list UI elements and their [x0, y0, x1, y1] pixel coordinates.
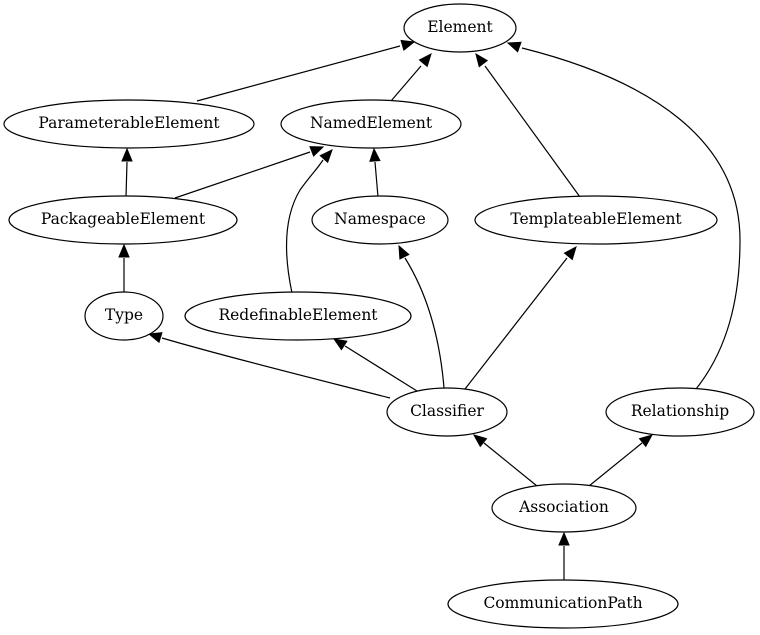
node-type[interactable]: Type — [84, 291, 164, 341]
node-namespace-shape — [311, 195, 449, 245]
edge-line — [161, 337, 391, 399]
edge-classifier-to-redefinable — [332, 338, 418, 392]
node-element[interactable]: Element — [403, 3, 517, 53]
edge-line — [521, 47, 741, 390]
arrowhead-icon — [319, 149, 333, 164]
node-type-label: Type — [105, 306, 143, 324]
node-packageable-element-label: PackageableElement — [41, 210, 206, 228]
edges-layer — [118, 39, 741, 580]
arrowhead-icon — [400, 39, 416, 51]
nodes-layer: Element ParameterableElement NamedElemen… — [3, 3, 755, 629]
edge-templateable-to-element — [475, 52, 581, 198]
edge-association-to-relationship — [588, 434, 654, 487]
node-templateable-element[interactable]: TemplateableElement — [474, 195, 718, 245]
edge-line — [464, 257, 568, 390]
arrowhead-icon — [418, 53, 432, 68]
edge-redefinable-to-named — [285, 149, 333, 294]
edge-namespace-to-named — [369, 147, 381, 198]
node-element-shape — [403, 3, 517, 53]
edge-parameterable-to-element — [196, 39, 416, 102]
node-relationship[interactable]: Relationship — [605, 387, 755, 437]
node-classifier-label: Classifier — [410, 402, 484, 420]
edge-classifier-to-templateable — [464, 245, 577, 390]
node-parameterable-element-shape — [3, 99, 255, 149]
node-association-label: Association — [518, 498, 609, 516]
arrowhead-icon — [506, 41, 522, 53]
node-classifier[interactable]: Classifier — [386, 387, 508, 437]
node-packageable-element-shape — [8, 195, 238, 245]
node-redefinable-element-label: RedefinableElement — [218, 306, 378, 324]
edge-line — [483, 442, 538, 487]
edge-relationship-to-element — [506, 41, 741, 390]
edge-named-to-element — [390, 53, 432, 102]
node-parameterable-element-label: ParameterableElement — [38, 114, 220, 132]
node-element-label: Element — [427, 18, 493, 36]
edge-line — [196, 45, 401, 102]
arrowhead-icon — [332, 338, 348, 351]
arrowhead-icon — [558, 531, 570, 546]
edge-line — [484, 65, 581, 198]
node-communication-path-shape — [447, 579, 679, 629]
node-templateable-element-label: TemplateableElement — [510, 210, 682, 228]
edge-classifier-to-type — [147, 332, 391, 399]
node-named-element-label: NamedElement — [310, 114, 433, 132]
node-communication-path[interactable]: CommunicationPath — [447, 579, 679, 629]
edge-classifier-to-namespace — [398, 244, 445, 389]
node-association[interactable]: Association — [491, 483, 637, 533]
arrowhead-icon — [121, 147, 133, 162]
node-named-element-shape — [280, 99, 462, 149]
arrowhead-icon — [563, 245, 577, 261]
arrowhead-icon — [638, 434, 654, 448]
arrowhead-icon — [472, 434, 488, 448]
node-relationship-label: Relationship — [631, 402, 729, 420]
arrowhead-icon — [369, 147, 381, 162]
edge-line — [374, 161, 379, 198]
edge-line — [588, 442, 643, 487]
edge-line — [404, 257, 445, 389]
arrowhead-icon — [475, 52, 489, 68]
edge-line — [285, 159, 324, 294]
arrowhead-icon — [398, 244, 410, 260]
node-relationship-shape — [605, 387, 755, 437]
node-type-shape — [84, 291, 164, 341]
edge-association-to-classifier — [472, 434, 538, 487]
node-parameterable-element[interactable]: ParameterableElement — [3, 99, 255, 149]
node-packageable-element[interactable]: PackageableElement — [8, 195, 238, 245]
arrowhead-icon — [309, 146, 325, 157]
node-namespace-label: Namespace — [334, 210, 426, 228]
arrowhead-icon — [147, 332, 163, 344]
node-named-element[interactable]: NamedElement — [280, 99, 462, 149]
node-namespace[interactable]: Namespace — [311, 195, 449, 245]
node-redefinable-element[interactable]: RedefinableElement — [184, 291, 412, 341]
edge-line — [174, 151, 311, 199]
node-classifier-shape — [386, 387, 508, 437]
node-templateable-element-shape — [474, 195, 718, 245]
edge-packageable-to-parameterable — [121, 147, 133, 198]
arrowhead-icon — [118, 243, 130, 258]
edge-packageable-to-named — [174, 146, 325, 199]
edge-line — [344, 345, 418, 392]
edge-type-to-packageable — [118, 243, 130, 293]
edge-line — [125, 161, 128, 198]
node-association-shape — [491, 483, 637, 533]
node-redefinable-element-shape — [184, 291, 412, 341]
edge-communication-to-association — [558, 531, 570, 580]
node-communication-path-label: CommunicationPath — [483, 594, 642, 612]
edge-line — [390, 65, 422, 102]
